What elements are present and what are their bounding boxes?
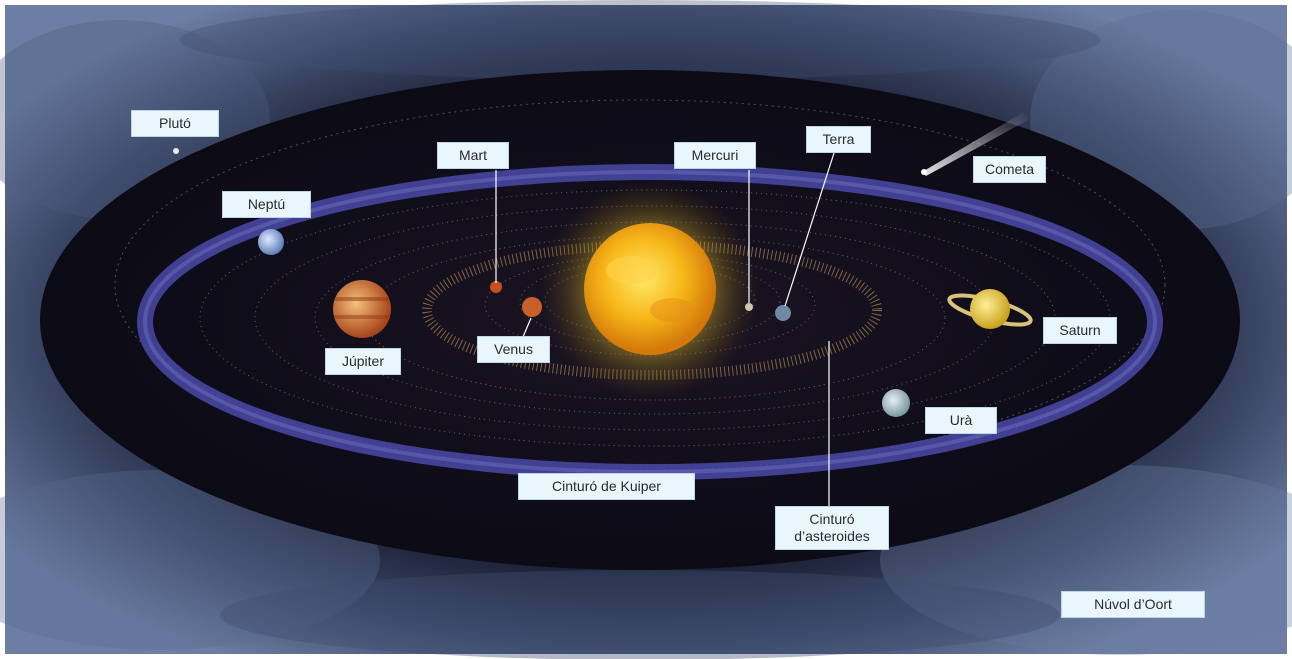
neptune-planet [258,229,284,255]
label-jupiter: Júpiter [325,348,401,375]
label-mars: Mart [437,142,509,169]
label-venus: Venus [477,336,550,363]
orbit [519,259,781,345]
label-saturn: Saturn [1043,317,1117,344]
label-oort-cloud: Núvol d’Oort [1061,591,1205,618]
leader-line-earth [784,152,835,307]
leader-line-venus [522,317,532,338]
label-neptune: Neptú [222,191,311,218]
label-kuiper-belt: Cinturó de Kuiper [518,473,695,500]
earth-planet [775,305,791,321]
label-asteroid-belt-line2: d’asteroides [794,528,870,544]
saturn-planet [947,289,1033,329]
label-mercury: Mercuri [674,142,756,169]
cloud-wisp [220,570,1060,659]
label-pluto: Plutó [131,110,219,137]
label-asteroid-belt: Cinturó d’asteroides [775,506,889,550]
label-comet: Cometa [973,156,1046,183]
pluto-planet [173,148,179,154]
venus-planet [522,297,542,317]
mercury-planet [745,303,753,311]
sun [584,223,716,355]
comet-head [921,169,927,175]
label-asteroid-belt-line1: Cinturó [809,511,855,527]
jupiter-planet [333,280,391,338]
orbit [484,254,816,356]
kuiper-belt-ring [137,164,1163,480]
pluto-orbit [114,99,1166,471]
cloud-wisp [180,0,1100,80]
uranus-planet [882,389,910,417]
label-uranus: Urà [925,407,997,434]
comet-tail [922,112,1028,176]
mars-planet [490,281,502,293]
label-earth: Terra [806,126,871,153]
